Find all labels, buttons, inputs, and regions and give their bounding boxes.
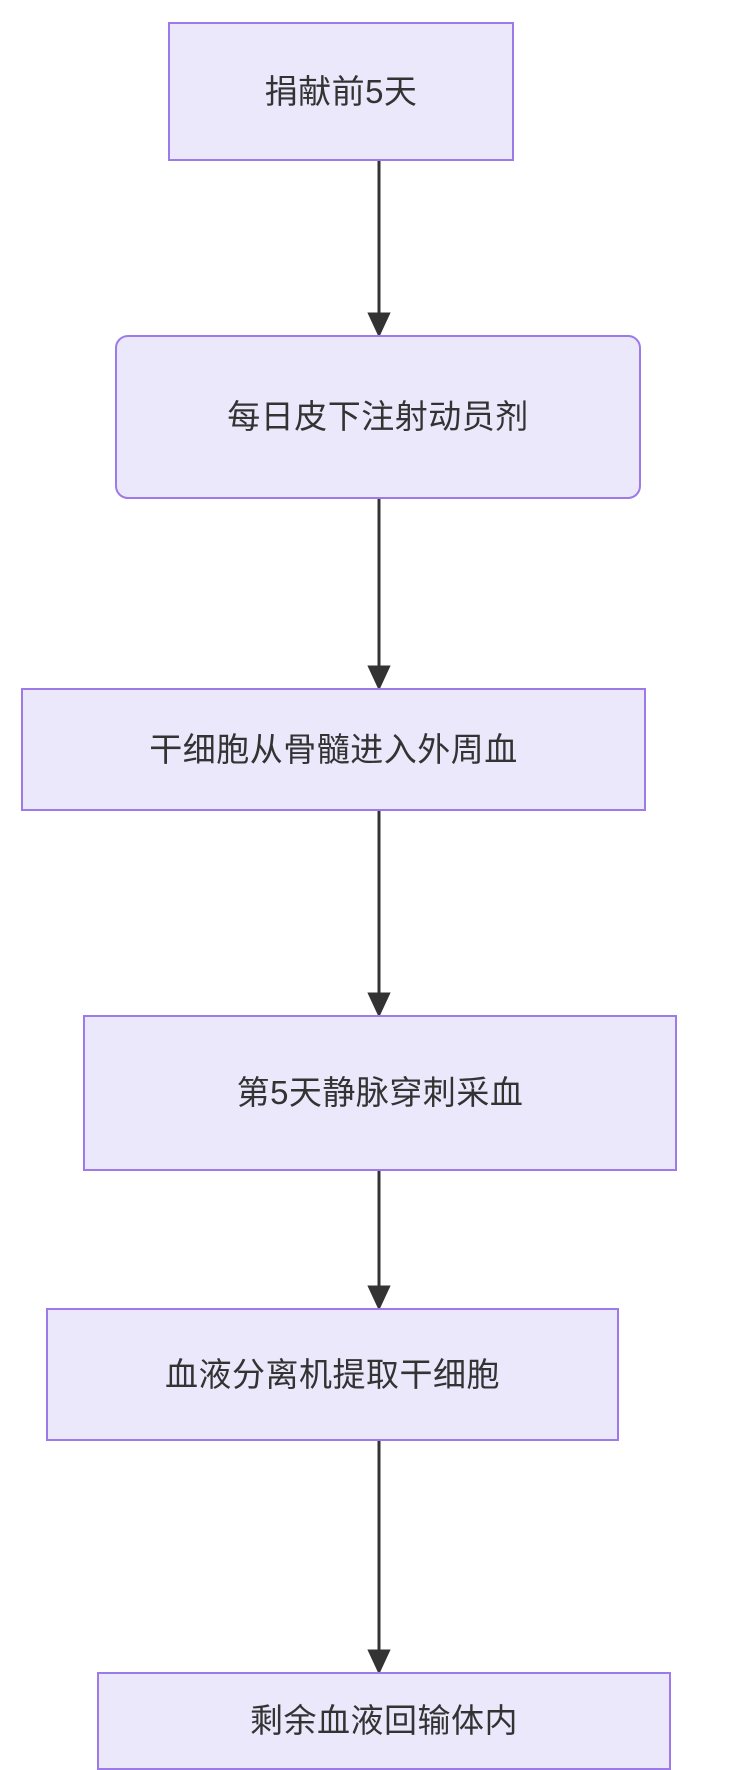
flow-node-5-label: 血液分离机提取干细胞 [165,1355,500,1393]
flow-node-1-label: 捐献前5天 [264,72,418,110]
flow-node-6-label: 剩余血液回输体内 [250,1702,518,1740]
flow-node-4-label: 第5天静脉穿刺采血 [236,1074,524,1112]
flow-node-2-label: 每日皮下注射动员剂 [227,398,529,436]
flow-node-6[interactable]: 剩余血液回输体内 [97,1672,671,1770]
flow-node-5[interactable]: 血液分离机提取干细胞 [46,1308,619,1441]
flow-node-4[interactable]: 第5天静脉穿刺采血 [83,1015,677,1171]
flow-node-2[interactable]: 每日皮下注射动员剂 [115,335,641,499]
flow-node-3-label: 干细胞从骨髓进入外周血 [149,730,518,768]
flow-node-3[interactable]: 干细胞从骨髓进入外周血 [21,688,646,811]
flow-node-1[interactable]: 捐献前5天 [168,22,514,161]
